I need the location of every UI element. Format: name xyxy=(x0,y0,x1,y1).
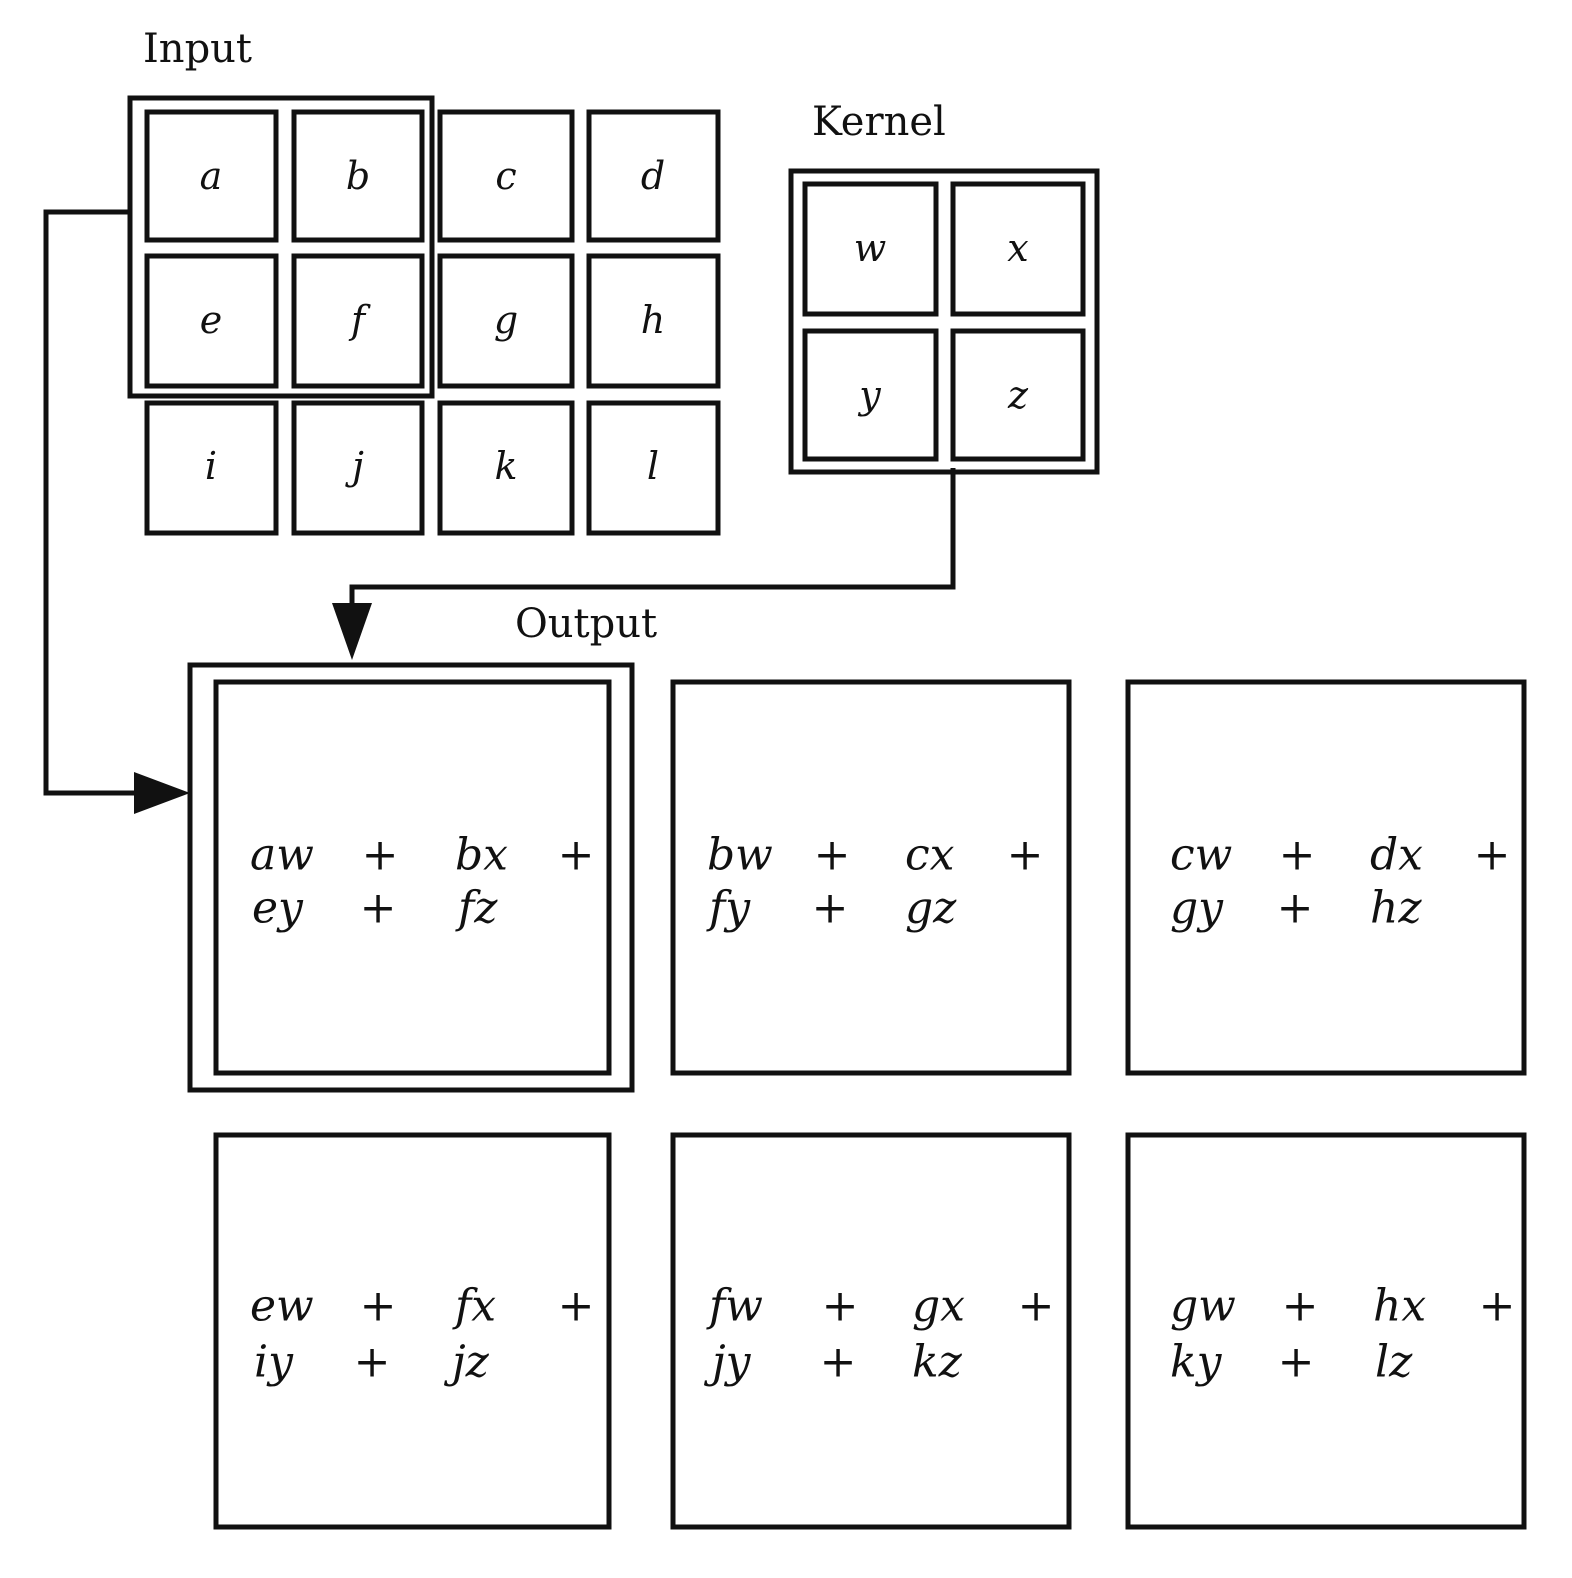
output-term: gw xyxy=(1170,1281,1236,1332)
input-cell: j xyxy=(291,400,425,536)
output-cell: bw + cx + fy + gz xyxy=(670,679,1072,1076)
input-cell-label: h xyxy=(641,298,665,342)
output-term: jy xyxy=(703,1337,752,1388)
input-cell: d xyxy=(586,109,721,243)
kernel-grid: w x y z xyxy=(788,168,1100,475)
input-cell-label: d xyxy=(641,154,665,198)
input-cell-label: g xyxy=(494,298,518,342)
kernel-cell-label: z xyxy=(1007,373,1029,417)
output-term: hz xyxy=(1370,883,1422,934)
output-term: bx xyxy=(455,830,508,881)
output-term: fx xyxy=(452,1281,496,1332)
output-cell: cw + dx + gy + hz xyxy=(1125,679,1527,1076)
output-term: iy xyxy=(254,1337,294,1388)
input-cell-label: a xyxy=(200,154,223,198)
input-cell-label: c xyxy=(495,154,516,198)
output-plus: + xyxy=(1282,1281,1319,1332)
input-cell: b xyxy=(291,109,425,243)
output-term: ey xyxy=(252,883,304,934)
output-highlight-border xyxy=(187,662,635,1093)
output-plus: + xyxy=(1007,830,1044,881)
input-cell: h xyxy=(586,253,721,389)
output-plus: + xyxy=(1277,883,1314,934)
input-cell-label: i xyxy=(205,444,217,488)
output-term: jz xyxy=(443,1337,490,1388)
output-plus: + xyxy=(1018,1281,1055,1332)
output-plus: + xyxy=(354,1337,391,1388)
input-grid: a b c d e f g h i j k l xyxy=(127,95,721,536)
output-plus: + xyxy=(1279,830,1316,881)
output-term: gy xyxy=(1170,883,1224,934)
input-cell: l xyxy=(586,400,721,536)
output-term: hx xyxy=(1373,1281,1426,1332)
kernel-cell-label: y xyxy=(857,373,881,417)
input-cell: i xyxy=(144,400,279,536)
output-plus: + xyxy=(1474,830,1511,881)
output-term: kz xyxy=(912,1337,963,1388)
output-term: ew xyxy=(250,1281,314,1332)
input-cell-label: b xyxy=(346,154,370,198)
output-title: Output xyxy=(515,601,657,647)
kernel-outer-border xyxy=(788,168,1100,475)
output-cell: aw + bx + ey + fz xyxy=(213,679,612,1076)
output-plus: + xyxy=(1278,1337,1315,1388)
input-title: Input xyxy=(143,26,252,72)
output-grid: aw + bx + ey + fz bw + cx + fy + gz cw +… xyxy=(187,662,1527,1530)
output-plus: + xyxy=(812,883,849,934)
output-cell: gw + hx + ky + lz xyxy=(1125,1132,1527,1530)
output-term: cx xyxy=(905,830,955,881)
input-cell: g xyxy=(437,253,575,389)
output-term: ky xyxy=(1170,1337,1223,1388)
output-term: bw xyxy=(707,830,773,881)
output-plus: + xyxy=(362,830,399,881)
input-cell: k xyxy=(437,400,575,536)
input-cell: a xyxy=(144,109,279,243)
output-term: dx xyxy=(1370,830,1423,881)
input-cell: c xyxy=(437,109,575,243)
output-plus: + xyxy=(360,1281,397,1332)
output-term: lz xyxy=(1375,1337,1413,1388)
output-plus: + xyxy=(820,1337,857,1388)
output-plus: + xyxy=(558,830,595,881)
kernel-title: Kernel xyxy=(812,99,946,145)
kernel-cell-label: w xyxy=(854,226,887,270)
input-cell-label: l xyxy=(647,444,659,488)
output-cell: fw + gx + jy + kz xyxy=(670,1132,1072,1530)
output-plus: + xyxy=(360,883,397,934)
output-plus: + xyxy=(822,1281,859,1332)
kernel-cell-label: x xyxy=(1007,226,1028,270)
output-term: cw xyxy=(1170,830,1232,881)
input-window-highlight xyxy=(127,95,435,399)
input-cell-label: f xyxy=(348,298,371,342)
output-term: fy xyxy=(706,883,751,934)
output-term: fw xyxy=(706,1281,763,1332)
input-cell: e xyxy=(144,253,279,389)
output-term: gx xyxy=(912,1281,965,1332)
kernel-cell: z xyxy=(950,328,1086,462)
kernel-cell: x xyxy=(950,181,1086,317)
output-plus: + xyxy=(558,1281,595,1332)
input-to-output-arrow xyxy=(43,209,190,814)
kernel-cell: w xyxy=(802,181,939,317)
input-cell-label: k xyxy=(494,444,517,488)
output-term: gz xyxy=(905,883,957,934)
output-plus: + xyxy=(814,830,851,881)
input-cell-label: j xyxy=(345,444,364,488)
kernel-to-output-arrow xyxy=(332,468,956,660)
output-plus: + xyxy=(1479,1281,1516,1332)
output-cell: ew + fx + iy + jz xyxy=(213,1132,612,1530)
output-term: aw xyxy=(250,830,314,881)
kernel-cell: y xyxy=(802,328,939,462)
output-term: fz xyxy=(455,883,498,934)
input-cell: f xyxy=(291,253,425,389)
input-cell-label: e xyxy=(200,298,223,342)
